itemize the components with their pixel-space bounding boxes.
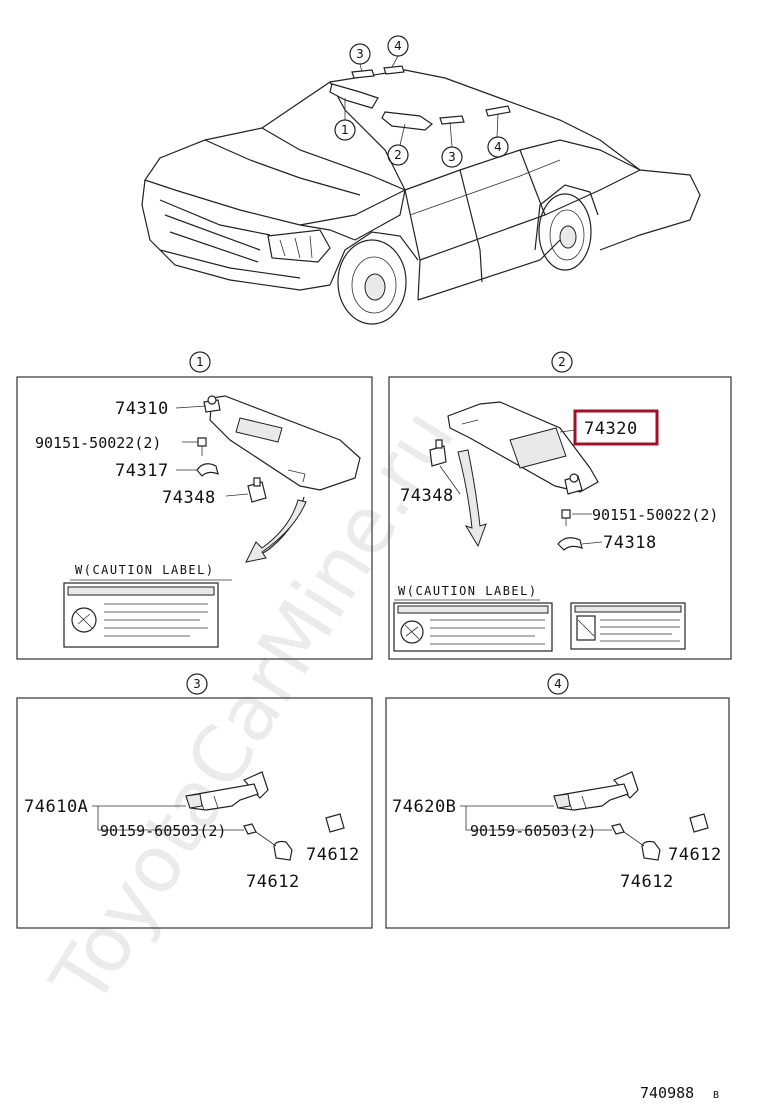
car-callout-4: 4 — [487, 136, 509, 158]
car-callout-3-top: 3 — [349, 43, 371, 65]
car-callout-2: 2 — [387, 144, 409, 166]
part-number-74612: 74612 — [668, 845, 722, 865]
svg-text:3: 3 — [193, 677, 201, 691]
part-number-74612: 74612 — [246, 872, 300, 892]
part-number-74320[interactable]: 74320 — [584, 419, 638, 439]
svg-text:4: 4 — [554, 677, 562, 691]
section-4-panel — [385, 697, 730, 929]
diagram-code: 740988 — [640, 1084, 694, 1102]
part-number-74318: 74318 — [603, 533, 657, 553]
highlight-box — [573, 409, 659, 446]
vanity-mirror-2 — [509, 427, 567, 469]
part-number-74317: 74317 — [115, 461, 169, 481]
part-number-74310: 74310 — [115, 399, 169, 419]
car-callout-4-top: 4 — [387, 35, 409, 57]
section-3-number: 3 — [186, 673, 208, 695]
caution-label-title: W(CAUTION LABEL) — [398, 584, 538, 598]
assist-grip — [553, 771, 639, 811]
section-1-number: 1 — [189, 351, 211, 373]
part-number-90151-50022: 90151-50022(2) — [35, 434, 161, 452]
car-callout-1: 1 — [334, 119, 356, 141]
part-number-90159-60503: 90159-60503(2) — [100, 822, 226, 840]
caution-label-3 — [570, 602, 686, 650]
svg-text:2: 2 — [394, 148, 402, 162]
cap-74612 — [325, 813, 345, 833]
cap-74612 — [273, 840, 293, 861]
svg-text:3: 3 — [448, 150, 456, 164]
cap-74612 — [689, 813, 709, 833]
caution-label-1 — [63, 582, 219, 648]
car-callout-3: 3 — [441, 146, 463, 168]
diagram-code-suffix: B — [713, 1090, 719, 1101]
svg-text:2: 2 — [558, 355, 566, 369]
section-2: 2 74320 74348 90151-50022(2) 74318 — [388, 351, 732, 660]
part-number-74348: 74348 — [162, 488, 216, 508]
cap-74612 — [641, 840, 661, 861]
svg-text:4: 4 — [494, 140, 502, 154]
part-number-74348: 74348 — [400, 486, 454, 506]
car-illustration: 3 4 1 2 3 4 — [141, 35, 701, 325]
part-number-90151-50022: 90151-50022(2) — [592, 506, 718, 524]
svg-text:1: 1 — [196, 355, 204, 369]
section-2-number: 2 — [551, 351, 573, 373]
part-number-74610A: 74610A — [24, 797, 88, 817]
sun-visor-left — [209, 395, 361, 491]
section-4-number: 4 — [547, 673, 569, 695]
vanity-mirror — [235, 417, 283, 443]
svg-text:4: 4 — [394, 39, 402, 53]
caution-label-title: W(CAUTION LABEL) — [75, 563, 215, 577]
part-number-90159-60503: 90159-60503(2) — [470, 822, 596, 840]
section-3-panel — [16, 697, 373, 929]
part-number-74620B: 74620B — [392, 797, 456, 817]
svg-text:1: 1 — [341, 123, 349, 137]
part-number-74612: 74612 — [620, 872, 674, 892]
svg-text:3: 3 — [356, 47, 364, 61]
caution-label-2 — [393, 602, 553, 652]
section-2-panel — [388, 376, 732, 660]
section-1-panel — [16, 376, 373, 660]
assist-grip — [185, 771, 269, 811]
section-3: 3 74610A 90159-60503(2) 74612 74612 — [16, 673, 373, 929]
section-1: 1 74310 90151-50022(2) 74317 74348 W(CAU… — [16, 351, 373, 660]
section-4: 4 74620B 90159-60503(2) 74612 74612 — [385, 673, 730, 929]
part-number-74612: 74612 — [306, 845, 360, 865]
